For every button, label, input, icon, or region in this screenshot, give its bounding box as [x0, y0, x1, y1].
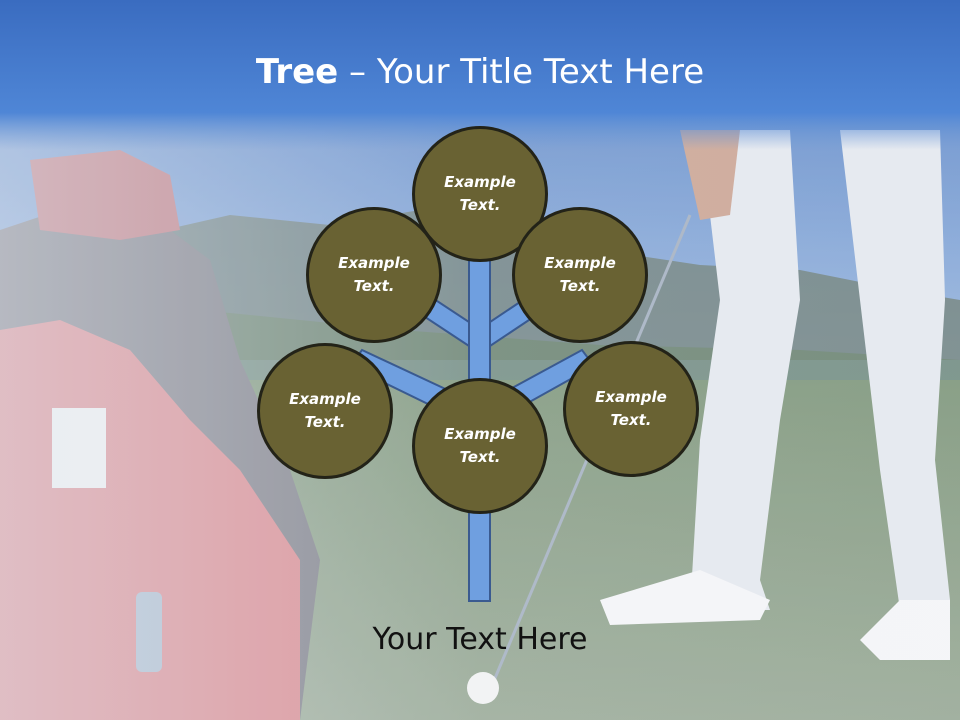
- tree-node-center[interactable]: Example Text.: [412, 378, 548, 514]
- node-label: Example Text.: [338, 254, 410, 295]
- title-bold: Tree: [255, 52, 339, 92]
- tree-node-lower-right[interactable]: Example Text.: [563, 341, 699, 477]
- node-label: Example Text.: [289, 390, 361, 431]
- title-rest: Your Title Text Here: [376, 52, 705, 92]
- tree-node-top[interactable]: Example Text.: [412, 126, 548, 262]
- tree-node-upper-right[interactable]: Example Text.: [512, 207, 648, 343]
- slide-title: Tree – Your Title Text Here: [0, 52, 960, 92]
- slide-caption: Your Text Here: [372, 622, 588, 657]
- tree-node-upper-left[interactable]: Example Text.: [306, 207, 442, 343]
- node-label: Example Text.: [544, 254, 616, 295]
- title-dash: –: [338, 52, 377, 92]
- node-label: Example Text.: [444, 173, 516, 214]
- node-label: Example Text.: [444, 425, 516, 466]
- tree-node-lower-left[interactable]: Example Text.: [257, 343, 393, 479]
- node-label: Example Text.: [595, 388, 667, 429]
